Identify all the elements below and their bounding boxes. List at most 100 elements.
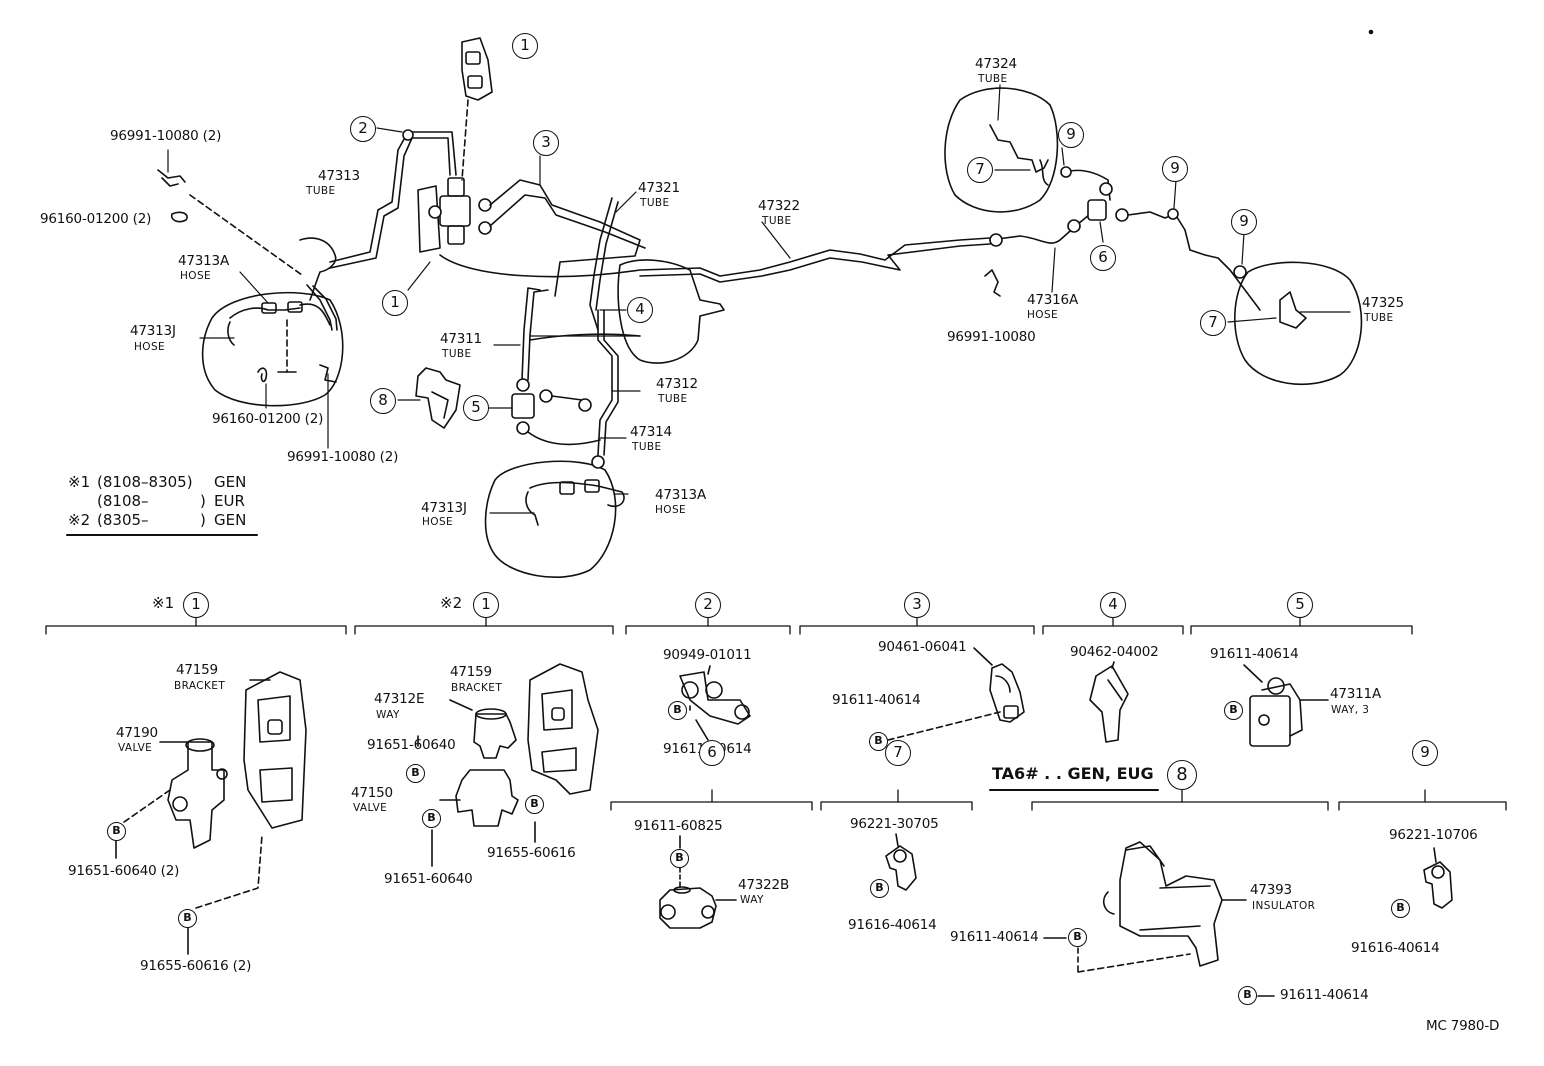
d2-bolt-1: B	[406, 764, 425, 783]
label-47312: 47312	[656, 376, 698, 392]
d2-bolt-2: B	[422, 809, 441, 828]
tube-47312	[598, 310, 612, 455]
d2-47312E: 47312E	[374, 691, 425, 707]
detail-8-art	[886, 834, 916, 890]
label-47312-sub: TUBE	[658, 393, 688, 405]
label-96160-left: 96160-01200 (2)	[40, 211, 152, 227]
tube-47322	[440, 238, 990, 277]
d10-96221: 96221-10706	[1389, 827, 1478, 843]
rear-left-drum	[486, 456, 625, 577]
label-47313A-left-sub: HOSE	[180, 270, 212, 282]
d1-47159-sub: BRACKET	[174, 680, 226, 692]
tube-3a	[490, 180, 640, 296]
d2-47150: 47150	[351, 785, 393, 801]
label-47313A-right: 47313A	[655, 487, 706, 503]
tube-47311-b	[528, 290, 548, 380]
legend-row3-close: )	[200, 511, 206, 529]
d4-91611: 91611-40614	[832, 692, 921, 708]
callout-4: 4	[627, 297, 653, 323]
label-47316A: 47316A	[1027, 292, 1078, 308]
legend-row3-range: (8305–	[97, 511, 149, 529]
d1-bolt-1: B	[107, 822, 126, 841]
hose-47316A	[990, 210, 1095, 243]
tube-47321-b	[596, 202, 618, 310]
d2-91655: 91655-60616	[487, 845, 576, 861]
label-47314: 47314	[630, 424, 672, 440]
right-upper-rotor	[945, 88, 1112, 212]
callout-3: 3	[533, 130, 559, 156]
d2-bolt-3: B	[525, 795, 544, 814]
d2-91651a: 91651-60640	[367, 737, 456, 753]
callout-9c: 9	[1231, 209, 1257, 235]
label-47316A-sub: HOSE	[1027, 309, 1059, 321]
detail-3-art	[680, 666, 750, 740]
d2-47150-sub: VALVE	[353, 802, 388, 814]
detail9-callout: 8	[1167, 760, 1197, 790]
d6-91611: 91611-40614	[1210, 646, 1299, 662]
callout-9a: 9	[1058, 122, 1084, 148]
detail7-callout: 6	[699, 740, 725, 766]
d4-bolt: B	[869, 732, 888, 751]
detail-4-art	[888, 648, 1024, 740]
label-47325-sub: TUBE	[1364, 312, 1394, 324]
label-47311: 47311	[440, 331, 482, 347]
label-47311-sub: TUBE	[442, 348, 472, 360]
legend-row1-code: GEN	[214, 473, 247, 491]
label-47324-sub: TUBE	[978, 73, 1008, 85]
label-96991-top: 96991-10080 (2)	[110, 128, 222, 144]
d9-91611b: 91611-40614	[1280, 987, 1369, 1003]
d10-bolt: B	[1391, 899, 1410, 918]
legend-row2-close: )	[200, 492, 206, 510]
d8-96221: 96221-30705	[850, 816, 939, 832]
d3-90949: 90949-01011	[663, 647, 752, 663]
d9-bolt-2: B	[1238, 986, 1257, 1005]
d9-title: TA6# . . GEN, EUG	[992, 764, 1154, 783]
label-96991-bottom: 96991-10080 (2)	[287, 449, 399, 465]
label-47313J-left-sub: HOSE	[134, 341, 166, 353]
d2-47159: 47159	[450, 664, 492, 680]
d8-bolt: B	[870, 879, 889, 898]
d2-47159-sub: BRACKET	[451, 682, 503, 694]
callout-6: 6	[1090, 245, 1116, 271]
detail-1-art	[116, 672, 306, 954]
detail1-mark: ※1	[152, 594, 175, 612]
right-lower-rotor	[1235, 262, 1362, 384]
detail5-callout: 4	[1100, 592, 1126, 618]
tube-47313-inner	[330, 138, 450, 268]
detail-5-art	[1090, 662, 1128, 742]
label-47324: 47324	[975, 56, 1017, 72]
callout-2: 2	[350, 116, 376, 142]
d7-bolt: B	[670, 849, 689, 868]
item-8-bracket	[416, 368, 460, 428]
center-housing	[618, 260, 724, 363]
d9-47393: 47393	[1250, 882, 1292, 898]
detail-7-art	[660, 836, 736, 928]
legend-row2-code: EUR	[214, 492, 245, 510]
d7-47322B-sub: WAY	[740, 894, 764, 906]
tube-47313	[330, 132, 456, 262]
d8-91616: 91616-40614	[848, 917, 937, 933]
d1-91655: 91655-60616 (2)	[140, 958, 252, 974]
label-47321: 47321	[638, 180, 680, 196]
d1-47159: 47159	[176, 662, 218, 678]
detail2-callout: 1	[473, 592, 499, 618]
d6-47311A: 47311A	[1330, 686, 1381, 702]
label-47322-sub: TUBE	[762, 215, 792, 227]
d2-47312E-sub: WAY	[376, 709, 400, 721]
legend-row3-mark: ※2	[68, 511, 91, 529]
d7-47322B: 47322B	[738, 877, 790, 893]
label-47325: 47325	[1362, 295, 1404, 311]
d7-91611: 91611-60825	[634, 818, 723, 834]
d4-90461: 90461-06041	[878, 639, 967, 655]
detail10-callout: 9	[1412, 740, 1438, 766]
stray-mark	[1370, 31, 1373, 34]
d6-bolt: B	[1224, 701, 1243, 720]
detail-9-art	[1044, 842, 1274, 996]
tube-right-9	[1128, 212, 1260, 310]
footer-code: MC 7980-D	[1426, 1018, 1500, 1034]
tube-47311	[522, 288, 540, 380]
label-47314-sub: TUBE	[632, 441, 662, 453]
callout-8: 8	[370, 388, 396, 414]
